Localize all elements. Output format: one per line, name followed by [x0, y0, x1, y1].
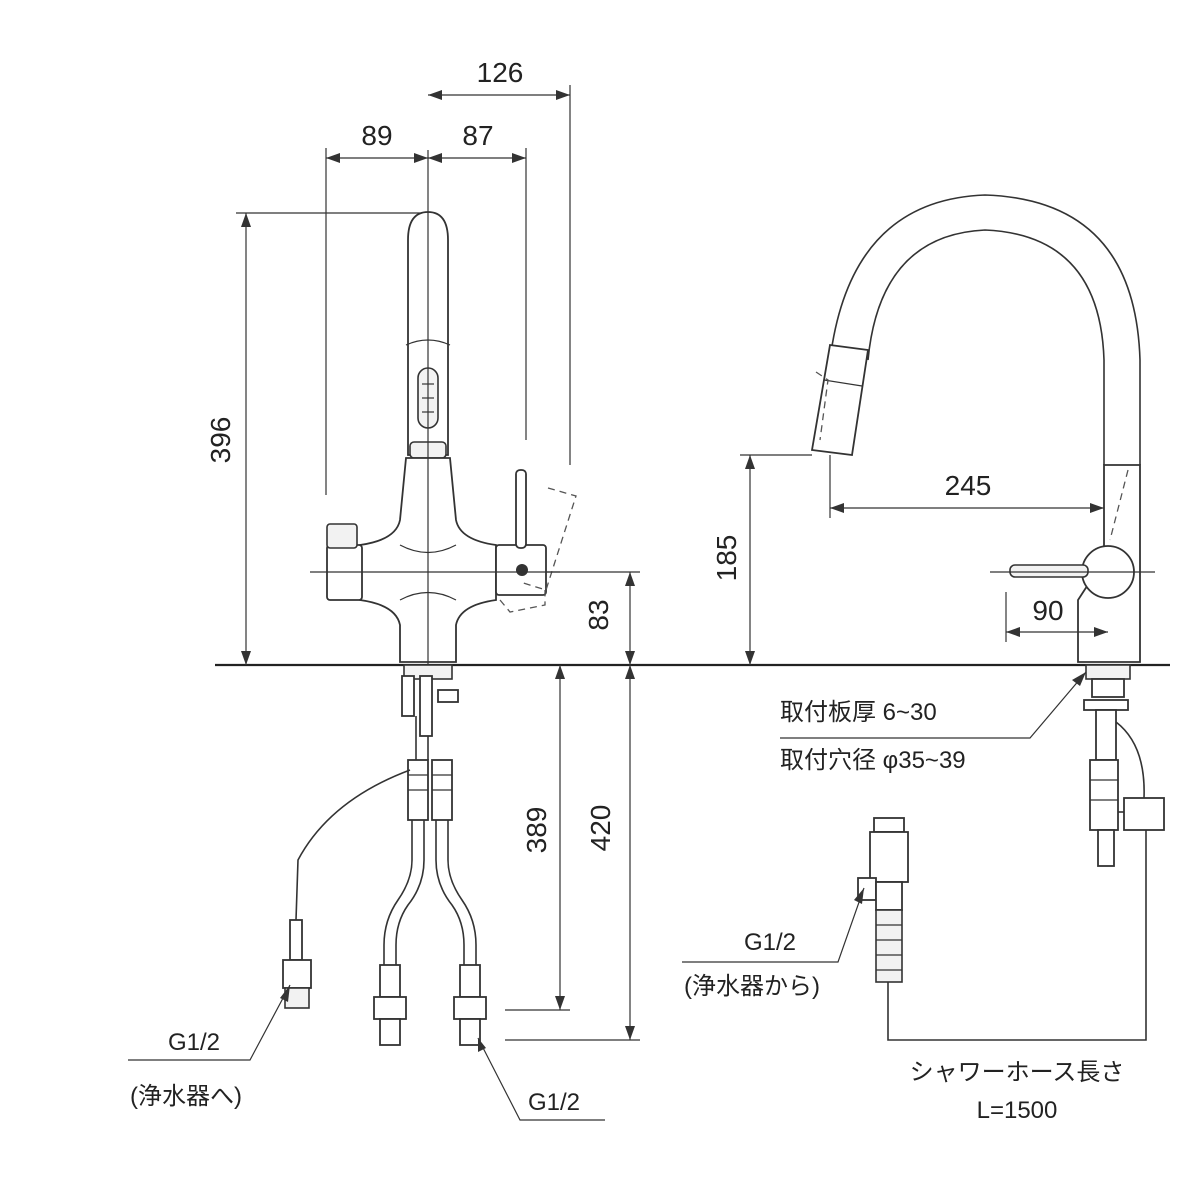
side-spray-head — [810, 343, 870, 457]
left-connector-leader — [128, 984, 291, 1061]
plate-leader — [780, 671, 1087, 739]
dim-lever-height: 83 — [583, 599, 614, 630]
side-hose-fitting — [1089, 759, 1119, 831]
dim-below-deck-b: 420 — [585, 805, 616, 852]
front-filter-tube — [295, 769, 411, 921]
bottom-connector-leader — [477, 1037, 605, 1121]
dim-side-height: 185 — [711, 535, 742, 582]
note-left-connector: G1/2 — [168, 1029, 220, 1056]
side-shower-connector — [1123, 797, 1165, 831]
front-left-bottom-connector — [373, 996, 407, 1020]
note-right-connector: G1/2 — [744, 929, 796, 956]
dim-lever-offset: 90 — [1032, 595, 1063, 626]
front-left-handle-cap — [326, 523, 358, 549]
dim-top-overall: 126 — [477, 57, 524, 88]
side-view-plumbing — [1083, 664, 1165, 867]
dim-top-left: 89 — [361, 120, 392, 151]
side-view-faucet — [810, 194, 1155, 663]
front-view-plumbing — [282, 664, 487, 1046]
note-left-connector-sub: (浄水器へ) — [130, 1083, 242, 1110]
dim-spout-reach: 245 — [945, 470, 992, 501]
front-right-bottom-connector — [453, 996, 487, 1020]
right-connector-leader — [682, 887, 865, 963]
front-lever-alt-position — [519, 487, 577, 591]
note-plate-thickness: 取付板厚 6~30 — [780, 699, 937, 726]
front-view-faucet — [310, 150, 577, 700]
side-lever — [1009, 564, 1089, 578]
shower-coupling-hose — [875, 909, 903, 983]
front-hose-right — [435, 820, 465, 965]
shower-hose-length-bracket — [887, 830, 1147, 1041]
note-hole-diameter: 取付穴径 φ35~39 — [780, 747, 966, 774]
note-shower-hose-length: L=1500 — [977, 1097, 1058, 1124]
shower-coupling-body — [869, 831, 909, 883]
dim-below-deck-a: 389 — [521, 807, 552, 854]
front-lever — [515, 469, 527, 549]
dimension-arrows — [241, 90, 1108, 1052]
dim-height-overall: 396 — [205, 417, 236, 464]
side-gooseneck-inner — [867, 229, 1105, 465]
note-right-connector-sub: (浄水器から) — [684, 973, 820, 1000]
note-shower-hose: シャワーホース長さ — [910, 1059, 1125, 1086]
front-hose-left — [383, 820, 413, 965]
note-bottom-connector: G1/2 — [528, 1089, 580, 1116]
shower-coupling — [857, 817, 1147, 1041]
front-filter-connector — [282, 959, 312, 989]
dimension-lines — [128, 85, 1108, 1121]
dim-top-right: 87 — [462, 120, 493, 151]
side-gooseneck-outer — [829, 194, 1141, 465]
